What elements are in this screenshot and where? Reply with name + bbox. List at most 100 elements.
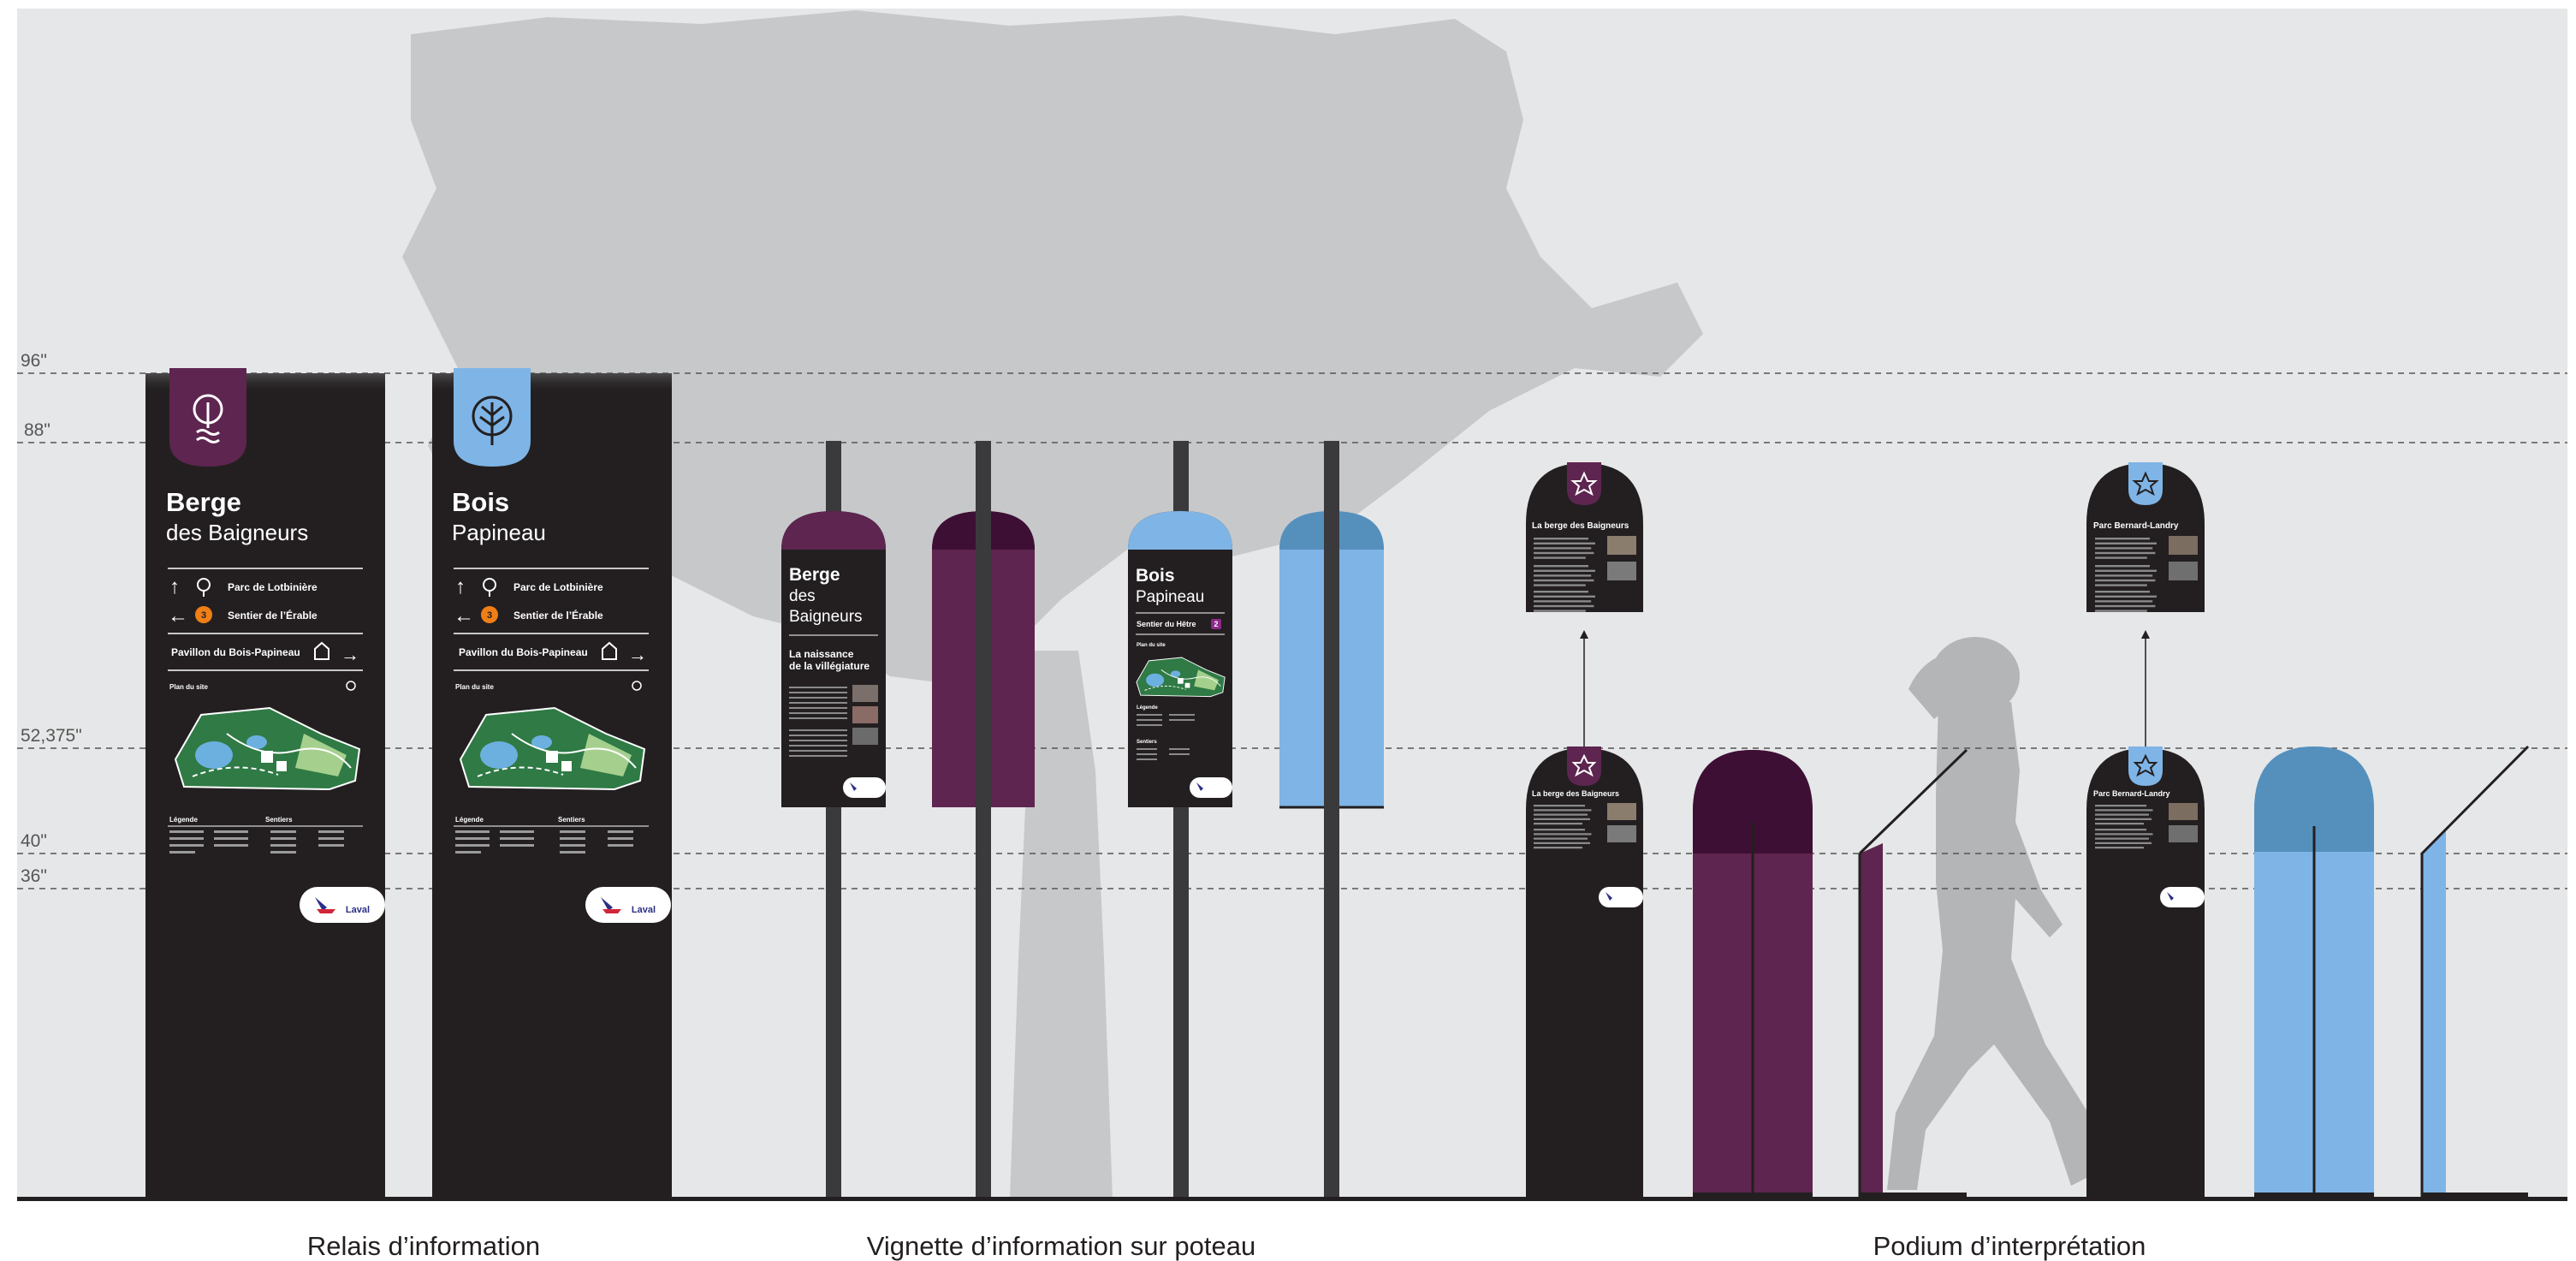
vignette-bois-trails-title: Sentiers: [1137, 740, 1157, 745]
ground-line: [17, 1197, 2567, 1201]
vignette-bois-back: [1279, 441, 1384, 1199]
person-silhouette: [1887, 637, 2097, 1190]
vignette-bois-trail-items: [1137, 748, 1190, 760]
laval-logo: [585, 887, 671, 923]
relais-bois-legend-title: Légende: [455, 816, 484, 824]
compass-icon: [346, 681, 356, 691]
relais-berge-plan-label: Plan du site: [169, 683, 208, 691]
photo: [852, 728, 878, 745]
photo: [852, 706, 878, 723]
label-96: 96": [21, 351, 47, 371]
vignette-berge-headline1: La naissance: [789, 648, 854, 660]
relais-berge-legend-title: Légende: [169, 816, 198, 824]
tree-silhouette: [402, 10, 1703, 1199]
podium-berge-panel: La berge des Baigneurs: [1526, 462, 1643, 612]
podium-bernard-side: [2420, 745, 2530, 1198]
relais-bois-title: Bois: [452, 487, 509, 517]
pole: [976, 441, 991, 1199]
photo: [2169, 803, 2198, 820]
podium-berge-title: La berge des Baigneurs: [1532, 521, 1629, 531]
laval-logo: [2160, 887, 2205, 907]
vignette-bois-front: Bois Papineau Sentier du Hêtre 2 Plan du…: [1128, 441, 1232, 1199]
laval-logo: [300, 887, 385, 923]
podium-bernard-arrow: [2141, 630, 2150, 752]
laval-logo: [1190, 777, 1232, 798]
laval-logo: [1599, 887, 1643, 907]
podium-berge-side: [1858, 748, 1968, 1198]
photo: [1607, 803, 1636, 820]
laval-logo: [843, 777, 886, 798]
relais-bois-trails-title: Sentiers: [558, 816, 585, 824]
photo: [1607, 825, 1636, 842]
podium-bernard-back: [2254, 746, 2374, 1198]
caption-vignette: Vignette d’information sur poteau: [867, 1231, 1255, 1261]
compass-icon: [632, 681, 642, 691]
tree-icon: [472, 396, 513, 445]
trail-badge: [1211, 619, 1221, 629]
vignette-bois-legend-title: Légende: [1137, 705, 1158, 711]
tree-icon: [197, 578, 211, 597]
star-hand-icon: [1571, 753, 1597, 777]
trail-badge: [195, 606, 212, 623]
podium-berge-front: La berge des Baigneurs: [1526, 746, 1643, 1199]
laval-logo-text: Laval: [632, 905, 656, 915]
relais-bois-plan-label: Plan du site: [455, 683, 494, 691]
arrow-up-icon: ↑: [169, 575, 180, 598]
vignette-bois-title: Bois: [1136, 566, 1175, 586]
relais-bois-legend-items: [455, 830, 633, 854]
relais-bois-subtitle: Papineau: [452, 520, 546, 545]
relais-bois-sign: Bois Papineau ↑ Parc de Lotbinière ← 3 S…: [432, 368, 672, 1199]
relais-berge-sign: Berge des Baigneurs ↑ Parc de Lotbinière…: [145, 368, 385, 1199]
relais-berge-pavilion: Pavillon du Bois-Papineau: [171, 646, 300, 658]
vignette-berge-title: Berge: [789, 565, 840, 585]
star-hand-icon: [1570, 471, 1598, 497]
star-hand-icon: [2132, 471, 2159, 497]
label-88: 88": [24, 420, 50, 440]
caption-relais: Relais d’information: [307, 1231, 540, 1261]
label-40: 40": [21, 831, 47, 851]
vignette-bois-legend-items: [1137, 714, 1195, 726]
trail-badge-number: 3: [487, 610, 492, 621]
photo: [1607, 562, 1636, 580]
relais-bois-dir1: Parc de Lotbinière: [513, 581, 603, 593]
vignette-bois-subtitle: Papineau: [1136, 588, 1204, 606]
vignette-berge-subtitle1: des: [789, 587, 816, 605]
house-icon: [602, 641, 617, 660]
photo: [2169, 825, 2198, 842]
arrow-right-icon: →: [341, 644, 359, 665]
photo: [1607, 536, 1636, 555]
relais-berge-trails-title: Sentiers: [265, 816, 293, 824]
tree-water-icon: [193, 394, 223, 443]
laval-logo-text: Laval: [346, 905, 370, 915]
photo: [2169, 536, 2198, 555]
podium-bernard-front: Parc Bernard-Landry: [2086, 746, 2205, 1199]
podium-bernard-title: Parc Bernard-Landry: [2093, 521, 2179, 531]
house-icon: [314, 641, 329, 660]
trail-badge-number: 3: [201, 610, 206, 621]
trail-badge-number: 2: [1214, 620, 1218, 628]
vignette-bois-plan-label: Plan du site: [1137, 643, 1166, 648]
vignette-bois-trail: Sentier du Hêtre: [1137, 620, 1196, 628]
arrow-up-icon: ↑: [455, 575, 466, 598]
podium-bernard-front-title: Parc Bernard-Landry: [2093, 789, 2170, 798]
pole: [1324, 441, 1339, 1199]
vignette-berge-headline2: de la villégiature: [789, 660, 870, 672]
vignette-berge-back: [932, 441, 1035, 1199]
vignette-berge-body: [789, 687, 847, 757]
podium-berge-back: [1693, 750, 1813, 1198]
podium-berge-arrow: [1580, 630, 1588, 752]
podium-berge-front-title: La berge des Baigneurs: [1532, 789, 1619, 798]
relais-bois-pavilion: Pavillon du Bois-Papineau: [459, 646, 588, 658]
relais-berge-subtitle: des Baigneurs: [166, 520, 308, 545]
relais-berge-dir2: Sentier de l’Érable: [228, 609, 318, 622]
label-36: 36": [21, 866, 47, 886]
relais-berge-title: Berge: [166, 487, 241, 517]
photo: [852, 685, 878, 702]
relais-berge-legend-items: [169, 830, 344, 854]
podium-bernard-panel: Parc Bernard-Landry: [2086, 462, 2205, 612]
arrow-left-icon: ←: [168, 604, 188, 628]
relais-berge-dir1: Parc de Lotbinière: [228, 581, 318, 593]
caption-podium: Podium d’interprétation: [1873, 1231, 2146, 1261]
trail-badge: [481, 606, 498, 623]
